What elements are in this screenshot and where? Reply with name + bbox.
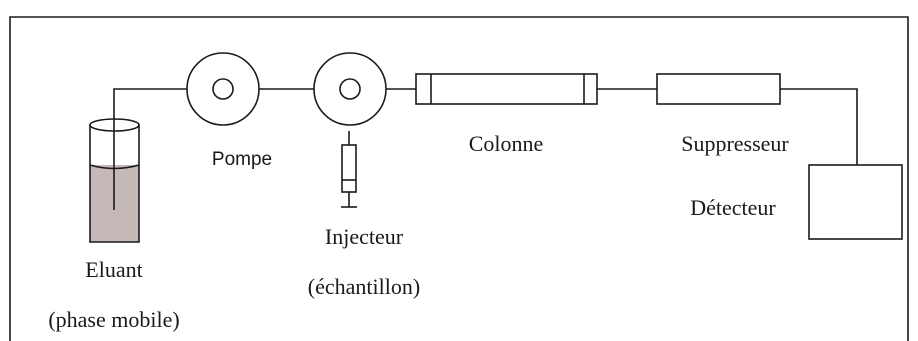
tubing-eluant-to-pump <box>113 88 187 210</box>
column <box>415 73 598 105</box>
injector-sublabel: (échantillon) <box>308 274 420 299</box>
suppressor <box>656 73 781 105</box>
syringe-icon <box>341 131 357 208</box>
column-label: Colonne <box>469 131 544 156</box>
eluant-sublabel: (phase mobile) <box>48 307 179 332</box>
tubing-suppressor-to-detector <box>780 88 858 165</box>
eluant-label: Eluant <box>85 257 142 282</box>
detector-label: Détecteur <box>690 195 776 220</box>
injector-label: Injecteur <box>325 224 404 249</box>
pump-label: Pompe <box>212 149 272 170</box>
pump <box>186 52 260 126</box>
detector <box>808 164 903 240</box>
suppressor-label: Suppresseur <box>681 131 789 156</box>
diagram-frame <box>9 16 909 341</box>
injector <box>313 52 387 126</box>
